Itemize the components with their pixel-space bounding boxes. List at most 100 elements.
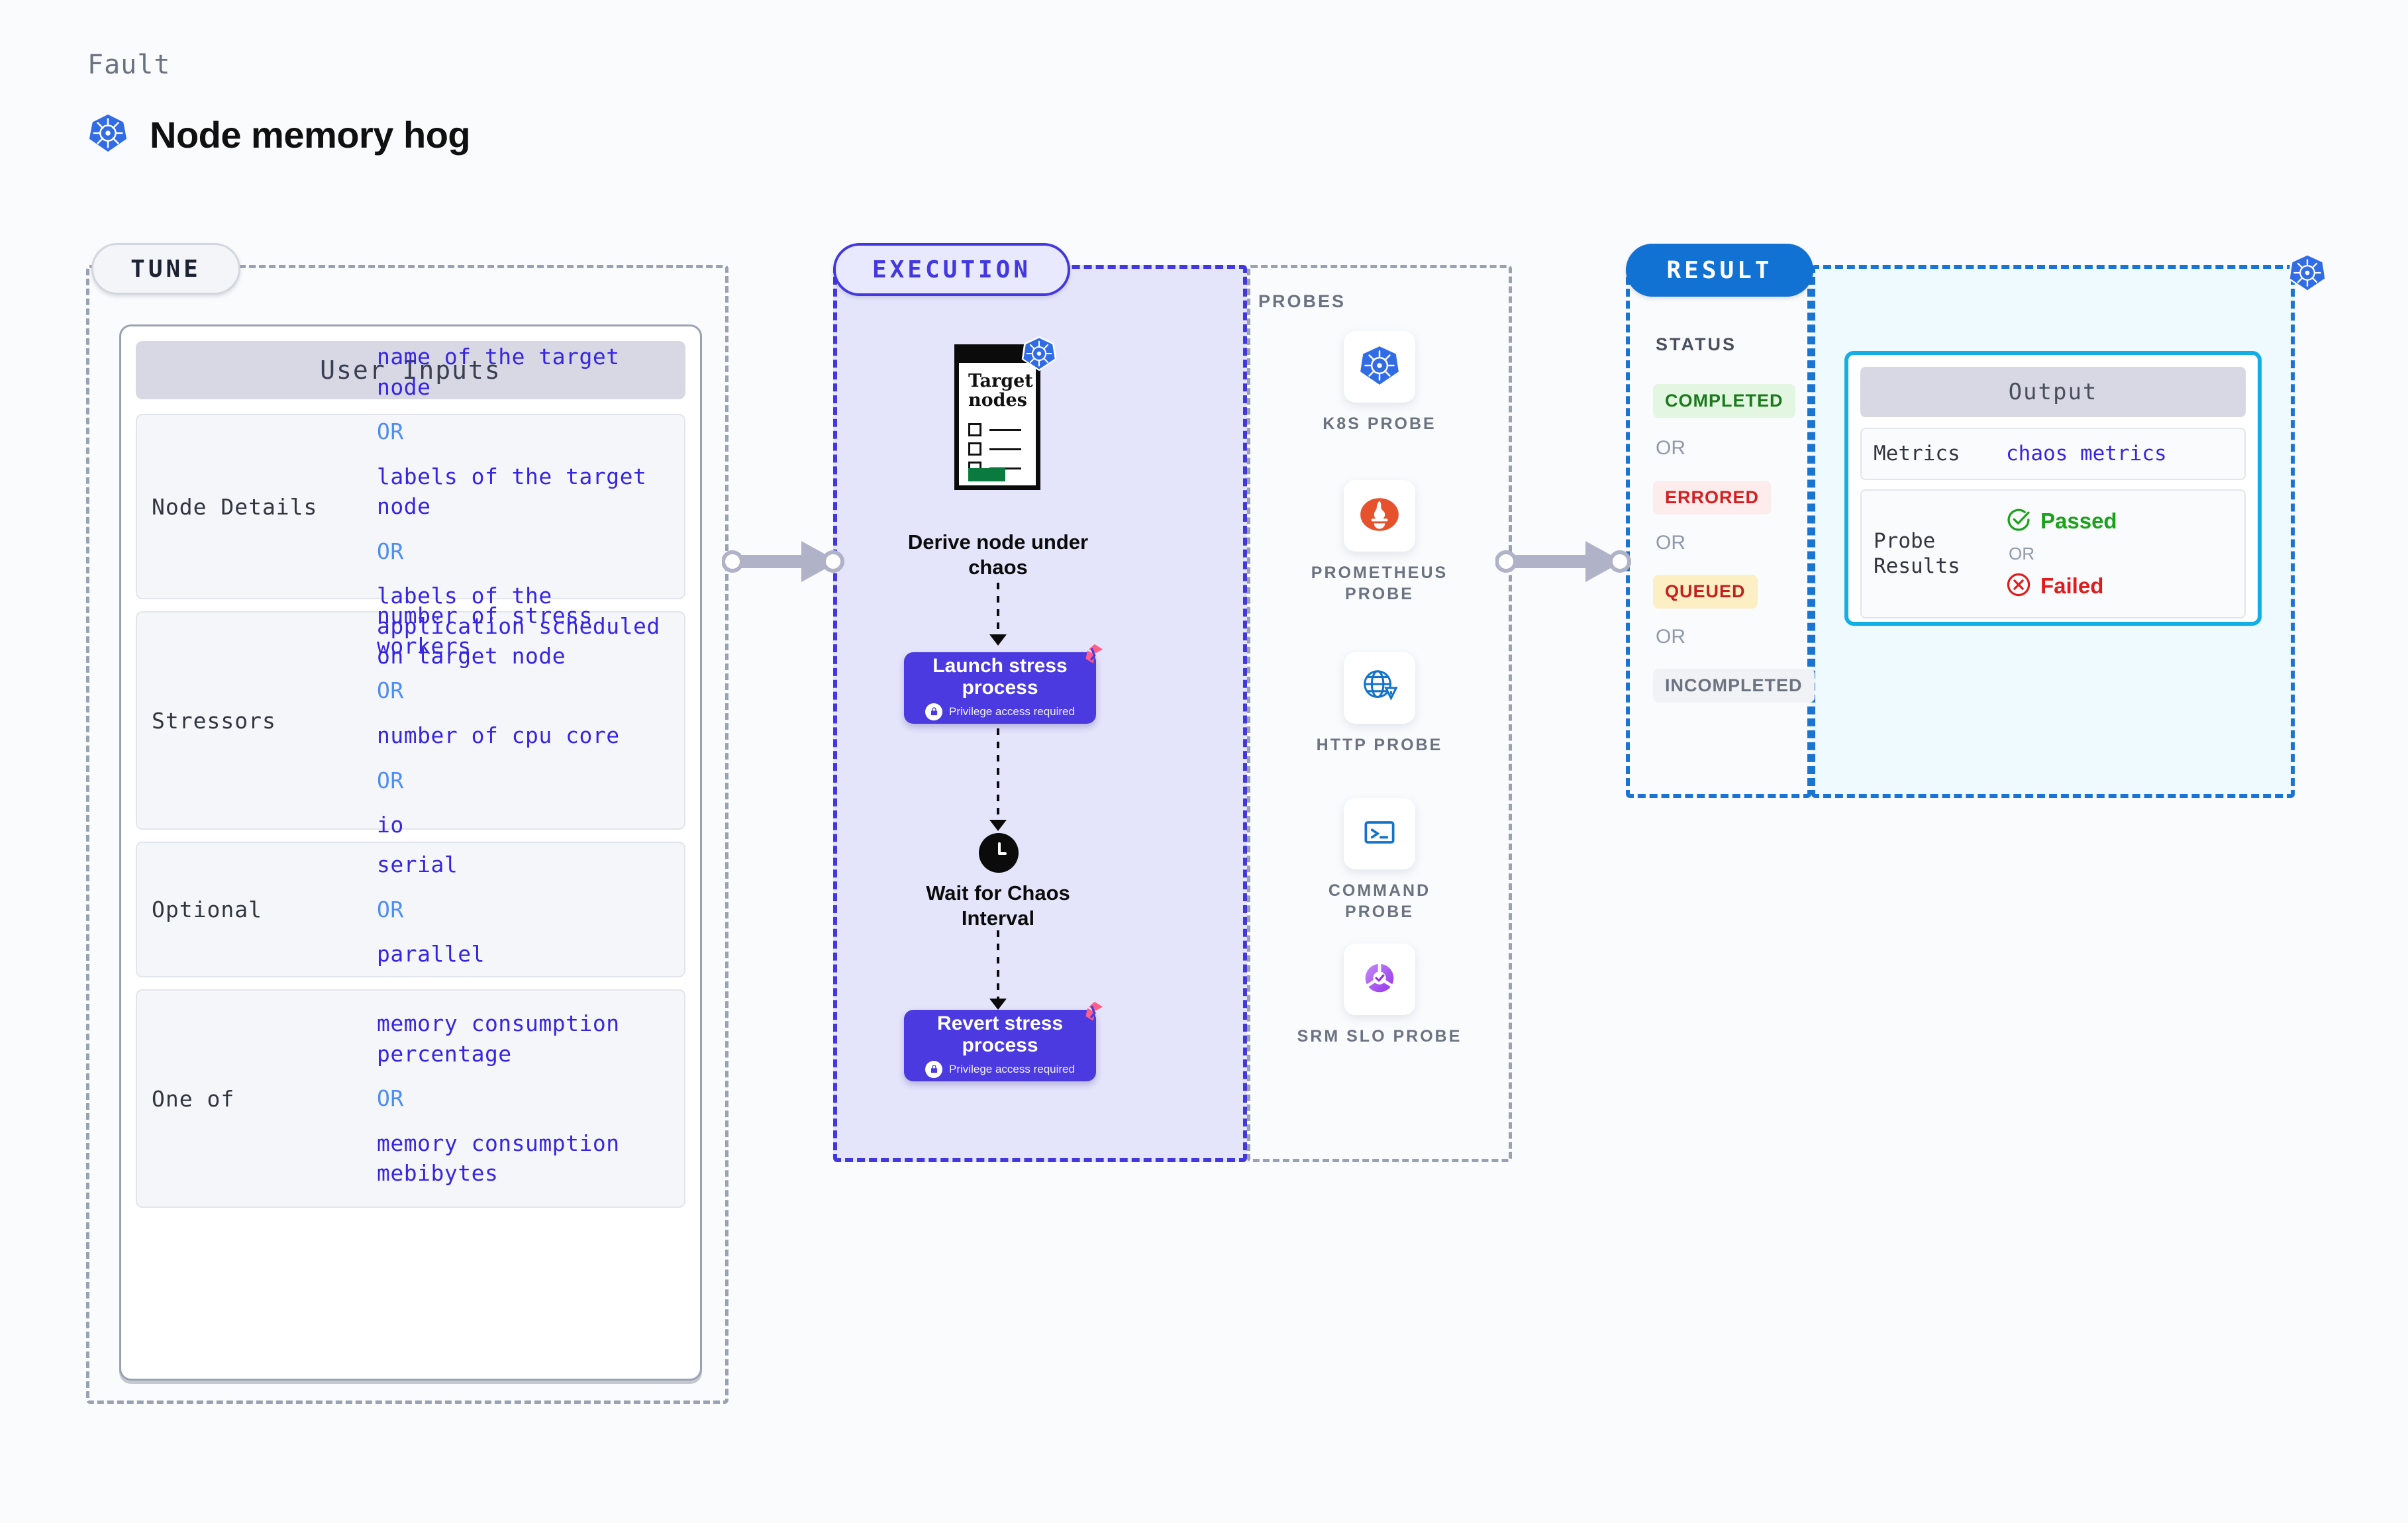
result-section-box (1626, 265, 1811, 798)
page-title: Node memory hog (150, 114, 471, 156)
tune-label-pill: TUNE (91, 243, 240, 295)
input-row-label: One of (152, 1085, 235, 1112)
metrics-value: chaos metrics (2006, 442, 2167, 466)
step-title: Launch stress process (932, 655, 1068, 699)
step-caption-wait-for-chaos-interval: Wait for Chaos Interval (926, 881, 1070, 930)
input-value: number of cpu core (377, 722, 620, 748)
clock-icon (979, 833, 1019, 873)
fault-eyebrow: Fault (87, 50, 171, 80)
input-row-node-details: Node Details name of the target node OR … (136, 344, 685, 669)
output-row-probe-results: Probe Results Passed OR (1860, 489, 2246, 618)
terminal-icon (1360, 812, 1399, 856)
step-subtitle: Privilege access required (949, 1062, 1075, 1075)
input-row-values: serial OR parallel (377, 850, 677, 969)
step-subtitle-row: Privilege access required (925, 703, 1075, 720)
probe-item-prometheus[interactable]: PROMETHEUS PROBE (1293, 480, 1466, 605)
or-separator: OR (377, 1085, 404, 1112)
flow-arrow-head (989, 634, 1007, 646)
tune-section-box (86, 265, 728, 1404)
input-value: labels of the application scheduled on t… (377, 583, 660, 669)
or-separator: OR (377, 418, 404, 445)
input-value: serial (377, 852, 458, 878)
input-row-label: Stressors (152, 707, 276, 734)
status-badge-queued: QUEUED (1653, 575, 1758, 609)
or-separator: OR (377, 538, 404, 564)
step-card-launch-stress-process[interactable]: Launch stress process Privilege access r… (904, 644, 1103, 724)
input-row-one-of: One of memory consumption percentage OR … (136, 989, 685, 1208)
kubernetes-icon (1358, 344, 1401, 391)
or-separator: OR (377, 767, 404, 793)
kubernetes-icon (1021, 335, 1058, 372)
output-title: Output (1860, 367, 2246, 417)
probe-tile (1344, 798, 1415, 869)
target-nodes-title: Target nodes (968, 371, 1033, 411)
probe-result-failed: Failed (2006, 572, 2117, 601)
execution-label-pill: EXECUTION (833, 243, 1070, 296)
output-row-metrics: Metrics chaos metrics (1860, 428, 2246, 480)
green-bar (968, 468, 1005, 481)
or-separator: OR (1656, 437, 1685, 459)
probe-item-k8s[interactable]: K8S PROBE (1293, 331, 1466, 434)
globe-warning-icon (1359, 666, 1400, 711)
input-row-optional: Optional serial OR parallel (136, 842, 685, 977)
input-row-label: Optional (152, 897, 262, 922)
checkbox-icon (968, 423, 981, 436)
probe-label: PROMETHEUS PROBE (1311, 564, 1448, 603)
connector-tune-execution (722, 541, 844, 582)
user-inputs-title: User Inputs (136, 341, 685, 399)
input-value: labels of the target node (377, 463, 647, 520)
step-subtitle: Privilege access required (949, 705, 1075, 718)
probe-results-values: Passed OR Failed (2006, 507, 2117, 601)
kubernetes-icon (87, 113, 128, 157)
check-circle-icon (2006, 507, 2031, 536)
probe-tile (1344, 480, 1415, 552)
probe-result-passed: Passed (2006, 507, 2117, 536)
result-label-pill: RESULT (1626, 244, 1813, 297)
probe-tile (1344, 331, 1415, 403)
input-value: memory consumption mebibytes (377, 1130, 620, 1187)
probe-item-command[interactable]: COMMAND PROBE (1293, 798, 1466, 922)
input-value: name of the target node (377, 344, 620, 400)
list-item (968, 423, 1021, 436)
status-title: STATUS (1656, 334, 1736, 354)
harness-icon (1075, 999, 1105, 1030)
input-row-values: memory consumption percentage OR memory … (377, 1008, 677, 1189)
flow-arrow-head (989, 820, 1007, 831)
status-badge-completed: COMPLETED (1653, 384, 1795, 418)
status-badge-errored: ERRORED (1653, 481, 1772, 515)
metrics-label: Metrics (1874, 442, 1960, 466)
checkbox-icon (968, 442, 981, 456)
input-row-stressors: Stressors number of stress workers OR nu… (136, 603, 685, 838)
flow-arrow-line (997, 930, 999, 1000)
output-card: Output Metrics chaos metrics Probe Resul… (1844, 351, 2262, 626)
input-row-values: number of stress workers OR number of cp… (377, 601, 677, 840)
list-item (968, 442, 1021, 456)
probe-label: COMMAND PROBE (1328, 881, 1431, 921)
input-value: number of stress workers (377, 603, 593, 659)
passed-label: Passed (2040, 509, 2117, 534)
input-row-values: name of the target node OR labels of the… (377, 342, 677, 671)
input-value: io (377, 812, 404, 838)
probe-results-label: Probe Results (1874, 528, 1960, 579)
or-separator: OR (1656, 532, 1685, 554)
probe-item-srm-slo[interactable]: SRM SLO PROBE (1293, 944, 1466, 1047)
probe-item-http[interactable]: HTTP PROBE (1293, 652, 1466, 756)
or-separator: OR (2009, 543, 2034, 564)
flow-arrow-line (997, 583, 999, 636)
fault-title-row: Node memory hog (87, 113, 471, 157)
srm-slo-icon (1359, 958, 1400, 1002)
step-card-revert-stress-process[interactable]: Revert stress process Privilege access r… (904, 1001, 1103, 1081)
probe-label: K8S PROBE (1323, 415, 1436, 433)
x-circle-icon (2006, 572, 2031, 601)
probe-label: HTTP PROBE (1316, 736, 1443, 754)
failed-label: Failed (2040, 573, 2104, 599)
probes-title: PROBES (1258, 291, 1346, 311)
or-separator: OR (1656, 626, 1685, 648)
lock-icon (925, 1060, 943, 1078)
user-inputs-card: User Inputs Node Details name of the tar… (119, 324, 702, 1381)
probe-label: SRM SLO PROBE (1297, 1027, 1462, 1046)
target-nodes-list (968, 423, 1021, 481)
lock-icon (925, 703, 943, 720)
probe-tile (1344, 944, 1415, 1015)
